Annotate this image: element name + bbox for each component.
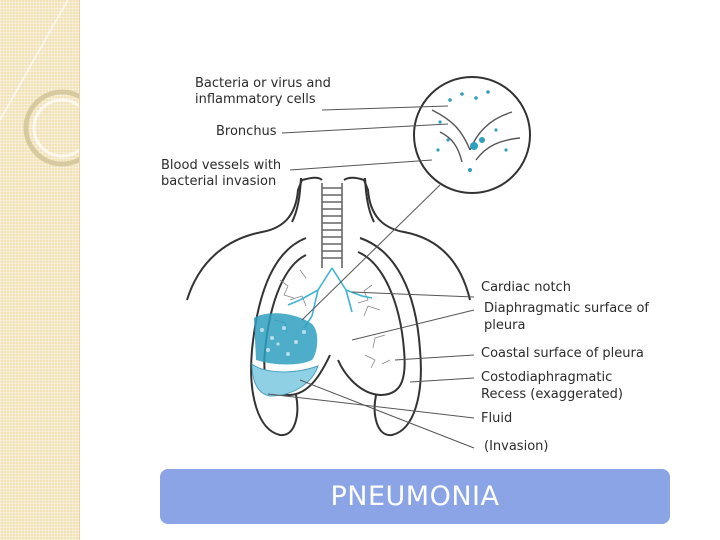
label-diaphragmatic-line1: Diaphragmatic surface of bbox=[484, 301, 649, 316]
pleural-fluid bbox=[251, 362, 319, 397]
label-blood-vessels-line2: bacterial invasion bbox=[161, 174, 277, 189]
label-cardiac-notch: Cardiac notch bbox=[481, 280, 571, 295]
leader-lines bbox=[267, 105, 475, 449]
label-blood-vessels-line1: Blood vessels with bbox=[161, 158, 282, 173]
label-coastal-surface: Coastal surface of pleura bbox=[481, 346, 644, 361]
label-bronchus: Bronchus bbox=[216, 124, 277, 139]
banner-title: PNEUMONIA bbox=[330, 481, 500, 512]
label-invasion: (Invasion) bbox=[484, 439, 549, 454]
slide-canvas bbox=[80, 0, 720, 540]
label-diaphragmatic-line2: pleura bbox=[484, 318, 526, 333]
label-costodiaphragmatic-line2: Recess (exaggerated) bbox=[481, 387, 624, 402]
decorative-side-strip bbox=[0, 0, 80, 540]
lung-texture bbox=[274, 269, 391, 369]
label-bacteria-line2: inflammatory cells bbox=[195, 92, 316, 107]
infected-region bbox=[254, 313, 318, 365]
label-bacteria-line1: Bacteria or virus and bbox=[195, 76, 331, 91]
title-banner: PNEUMONIA bbox=[160, 469, 670, 524]
label-costodiaphragmatic-line1: Costodiaphragmatic bbox=[481, 370, 613, 385]
decorative-ring-icon bbox=[0, 0, 79, 167]
trachea bbox=[321, 183, 343, 268]
body-outline bbox=[186, 176, 471, 301]
magnified-inset bbox=[413, 76, 531, 194]
label-fluid: Fluid bbox=[481, 411, 513, 426]
